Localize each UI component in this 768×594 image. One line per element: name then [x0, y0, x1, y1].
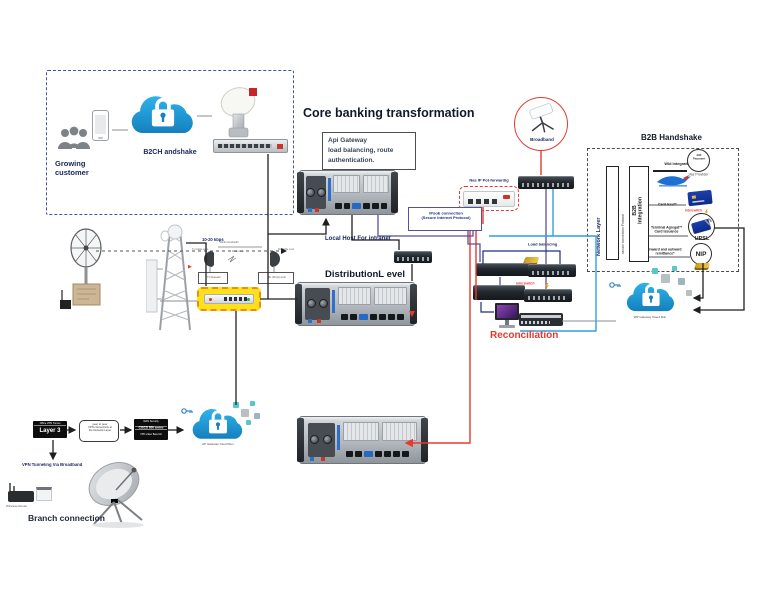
customers-icon: [58, 126, 90, 149]
vpn-tunneling-label: VPN Tunneling Via Broadband: [22, 463, 83, 468]
intranet-switch-icon: [394, 251, 432, 263]
wld-integration-label: Wld Integration: [664, 162, 693, 166]
radio-speed-label: 10-20 kbps: [202, 238, 224, 243]
p2p-mid-label: Radio Link: [232, 250, 244, 253]
api-gateway-server-icon: [297, 170, 398, 215]
b2b-zone-box: [587, 148, 739, 272]
reconciliation-label: Reconciliation: [490, 330, 559, 341]
lattice-tower-icon: [146, 224, 191, 331]
distribution-server-icon: [295, 282, 417, 326]
p2p-left-box-label: Tx Repeater: [207, 276, 221, 279]
p2p-right-box: Rx (M bps) Link: [258, 272, 294, 284]
p2p-top-label: Radio bandwidth: [220, 241, 239, 244]
vas-provider-label: Vas Provider: [688, 173, 709, 177]
vpn-server-caption: Office VPN Tunnel: [34, 422, 66, 426]
network-layer-rect: [606, 166, 619, 260]
nip-label: NIP: [695, 250, 707, 258]
cluster-switch-2-icon: [524, 289, 572, 302]
card-icon: [687, 189, 713, 207]
starlink-dish-icon: [529, 103, 554, 133]
interswitch-cluster-label: Interswitch: [516, 282, 535, 286]
b2c-handshake-label: B2CH andshake: [143, 149, 197, 156]
pixel-tile: [250, 401, 255, 406]
branch-secure-cloud-icon: [192, 409, 243, 439]
lightning-icon: [704, 209, 709, 215]
wan-kit-box: WAN Security CISCO 800 series VPN video …: [134, 419, 168, 440]
wireless-router-label: Wireless Router: [6, 505, 28, 508]
key-icon: [181, 408, 193, 414]
b2c-zone-box: [46, 70, 294, 215]
branch-dish-icon: [88, 462, 144, 528]
pixel-tile: [246, 420, 251, 425]
mini-rack-server-icon: [519, 313, 563, 326]
cluster-router-1-icon: [476, 263, 530, 276]
pixel-tile: [254, 413, 260, 419]
wan-line2: CISCO 800 series: [135, 426, 167, 430]
p2p-left-loss-label: Tx Cable Loss: [192, 248, 208, 251]
secure-cloud-icon: [131, 96, 193, 134]
pixel-tile: [686, 290, 692, 296]
load-balancing-label: Load balancing: [528, 242, 558, 247]
interswitch-b2b-label: Interswitch: [685, 209, 703, 213]
p2p-dish-right-icon: [270, 251, 280, 267]
pixel-tile: [652, 268, 658, 274]
b2b-title: B2B Handshake: [641, 133, 702, 142]
remittance-label: inward and outward remittance*: [648, 248, 682, 256]
red-caret: ▶: [188, 264, 192, 270]
core-switch-icon: [518, 176, 574, 189]
ipsec-note-box: IPsoE connection (Secure Internet Protoc…: [408, 207, 482, 231]
p2p-right-box-label: Rx (M bps) Link: [268, 276, 286, 279]
b2b-integration-rect: [629, 166, 649, 262]
diagram-title: Core banking transformation: [303, 106, 475, 120]
broadband-label: Broadband: [530, 137, 554, 142]
key-icon: [609, 282, 621, 288]
bill-payment-circle: Bill Payment: [687, 149, 710, 172]
ipsec-note-text: IPsoE connection (Secure Internet Protoc…: [421, 211, 471, 221]
distribution-level-label: DistributionL evel: [325, 269, 406, 280]
pixel-tile: [672, 266, 677, 271]
nas-forwarding-box: [459, 186, 519, 211]
branch-router-icon: [8, 491, 34, 502]
monitor-base: [499, 325, 515, 328]
b2b-secure-cloud-icon: [626, 282, 675, 312]
upsl-card-icon: [691, 218, 712, 234]
highlighted-switch: [197, 287, 261, 311]
peer-note-text: peer to peer VPN connectivity at the Net…: [88, 423, 112, 432]
branch-connection-label: Branch connection: [28, 513, 105, 523]
monitor-icon: [495, 303, 519, 320]
cluster-switch-1-icon: [528, 264, 576, 277]
b2c-modem-rack-icon: [213, 139, 288, 153]
pixel-tile: [678, 278, 685, 285]
nas-forwarding-label: Nas IP Pot-forwardig: [469, 178, 509, 183]
local-host-label: Local Host For intranet: [325, 236, 391, 242]
pixel-tile: [241, 409, 249, 417]
layer3-label: Layer 3: [39, 428, 61, 434]
nas-router-icon: [463, 191, 515, 207]
b2b-cloud-caption: WP Gateway Cloud Run: [633, 316, 667, 319]
api-gateway-note: Api Gateway load balancing, route authen…: [322, 132, 416, 170]
cluster-router-2-icon: [473, 285, 525, 300]
mobile-phone-icon: [92, 110, 109, 141]
monitor-stand: [505, 320, 509, 325]
branch-cloud-caption: AP Gateway Cloud Run: [202, 443, 234, 446]
wan-line1: WAN Security: [143, 420, 159, 423]
lightning-icon: [545, 283, 549, 289]
upsl-label: UPSL: [694, 236, 710, 242]
antenna-stub: [9, 483, 15, 492]
branch-modem-icon: [36, 487, 52, 501]
growing-customer-label: Growing customer: [55, 159, 89, 177]
pixel-tile: [661, 274, 670, 283]
provider-logo: [657, 175, 691, 187]
vpn-server-box: Office VPN Tunnel Layer 3: [33, 421, 67, 438]
vsat-dish-icon: [220, 87, 257, 138]
bill-payment-label: Bill Payment: [692, 154, 706, 161]
grid-antenna-icon: [60, 228, 102, 309]
wan-line3: VPN video Band kit: [140, 433, 162, 436]
peer-note-box: peer to peer VPN connectivity at the Net…: [79, 420, 119, 442]
terminal-aggregator-label: Terminal Agregat** Card Issuance: [650, 226, 683, 234]
